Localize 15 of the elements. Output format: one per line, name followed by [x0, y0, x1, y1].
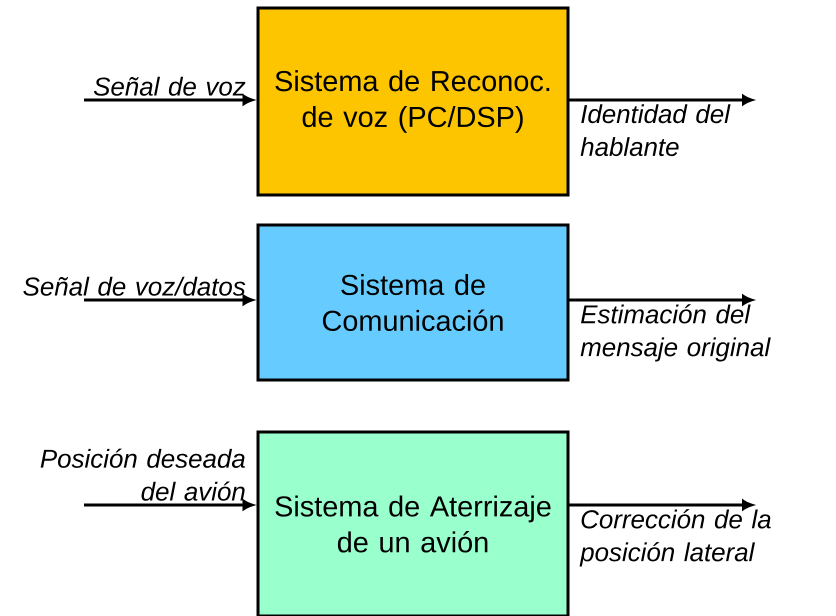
arrow [570, 500, 753, 510]
arrow [84, 294, 254, 306]
input-label: Señal de voz [94, 76, 246, 96]
output-label: Identidad del hablante [580, 104, 731, 156]
input-label: Señal de voz/datos [23, 276, 246, 296]
arrow [570, 294, 753, 306]
arrow [84, 500, 254, 510]
input-label: Posición deseada del avión [40, 448, 245, 501]
process-box: Sistema de Reconoc. de voz (PC/DSP) [256, 6, 570, 196]
arrow [84, 94, 254, 106]
output-label: Corrección de la posición lateral [580, 509, 771, 567]
process-box: Sistema de Comunicación [256, 224, 570, 382]
arrow [570, 94, 753, 106]
output-label: Estimación del mensaje original [580, 304, 771, 362]
process-box: Sistema de Aterrizaje de un avión [256, 430, 570, 616]
